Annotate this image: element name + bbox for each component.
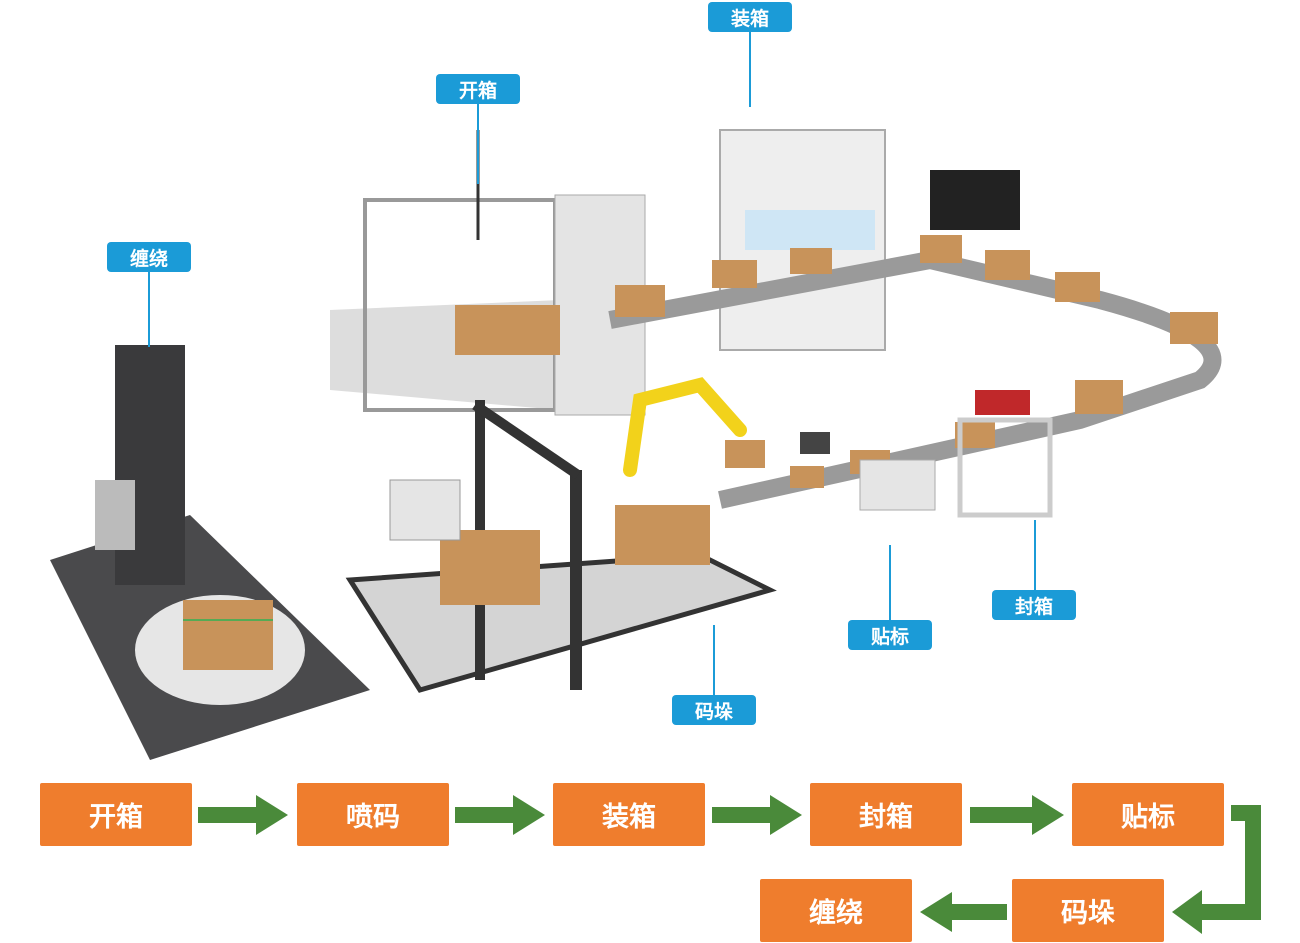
- case-erector: [330, 130, 646, 416]
- leader-line: [749, 32, 751, 107]
- flow-arrows: [198, 795, 1261, 934]
- leader-line: [148, 272, 150, 347]
- arrow-elbow-icon: [1172, 805, 1261, 934]
- sealer-and-labeler: [800, 390, 1053, 518]
- arrow-right-icon: [198, 795, 288, 835]
- flow-step: 封箱: [810, 783, 962, 846]
- case-packer: [719, 129, 1020, 351]
- leader-line: [713, 625, 715, 695]
- arrow-left-icon: [920, 892, 1007, 932]
- label-labeling: 贴标: [848, 620, 932, 650]
- flow-step: 贴标: [1072, 783, 1224, 846]
- leader-line: [1034, 520, 1036, 590]
- cartons: [615, 235, 1218, 488]
- label-sealing: 封箱: [992, 590, 1076, 620]
- label-palletizing: 码垛: [672, 695, 756, 725]
- leader-line: [889, 545, 891, 620]
- flow-step: 喷码: [297, 783, 449, 846]
- flow-step: 开箱: [40, 783, 192, 846]
- arrow-right-icon: [455, 795, 545, 835]
- flow-step: 码垛: [1012, 879, 1164, 942]
- arrow-right-icon: [712, 795, 802, 835]
- leader-line: [477, 104, 479, 184]
- label-packing: 装箱: [708, 2, 792, 32]
- wrapping-machine: [50, 345, 370, 760]
- label-unpacking: 开箱: [436, 74, 520, 104]
- palletizing-robot: [623, 377, 747, 477]
- flow-step: 缠绕: [760, 879, 912, 942]
- pallet-conveyor: [345, 400, 777, 693]
- arrow-right-icon: [970, 795, 1064, 835]
- flow-step: 装箱: [553, 783, 705, 846]
- label-wrapping: 缠绕: [107, 242, 191, 272]
